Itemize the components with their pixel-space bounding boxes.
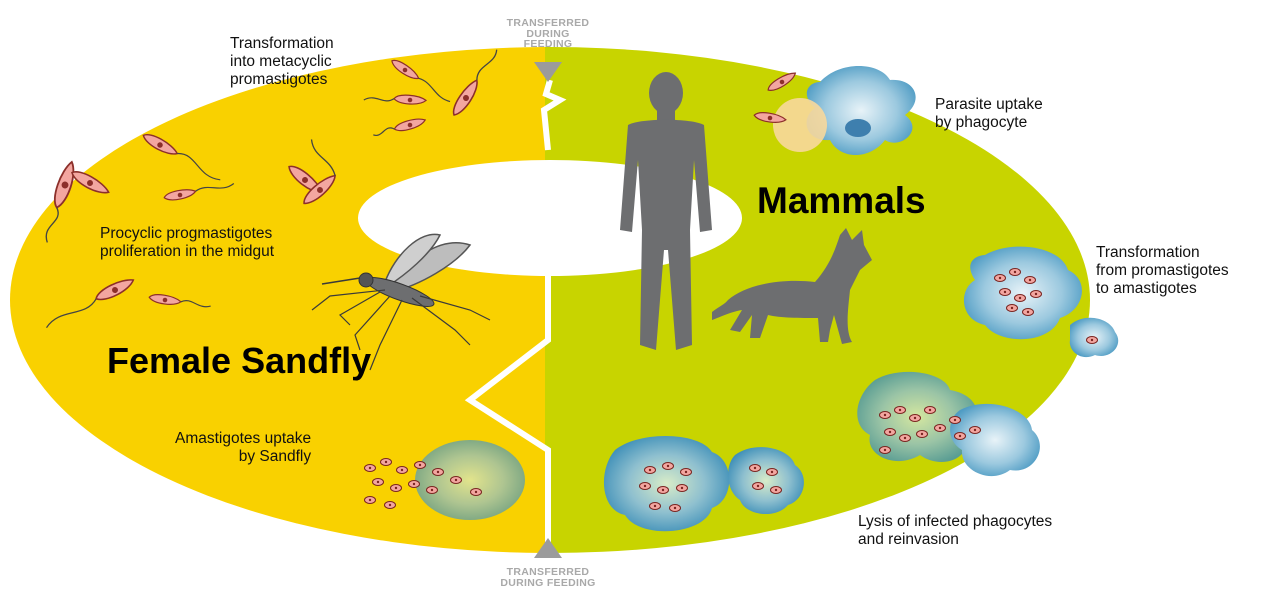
sandfly-title: Female Sandfly [107, 340, 371, 382]
step-procyclic-label: Procyclic progmastigotes proliferation i… [100, 225, 274, 261]
step-lysis-label: Lysis of infected phagocytes and reinvas… [858, 513, 1052, 549]
step-phagocyte-uptake-label: Parasite uptake by phagocyte [935, 96, 1043, 132]
transfer-label-top: TRANSFERRED DURING FEEDING [488, 18, 608, 50]
step-pro-to-ama-label: Transformation from promastigotes to ama… [1096, 244, 1229, 298]
transfer-label-bottom: TRANSFERRED DURING FEEDING [478, 567, 618, 588]
step-metacyclic-label: Transformation into metacyclic promastig… [230, 35, 334, 89]
step-amastigote-uptake-label: Amastigotes uptake by Sandfly [175, 430, 311, 466]
mammal-title: Mammals [757, 180, 926, 222]
